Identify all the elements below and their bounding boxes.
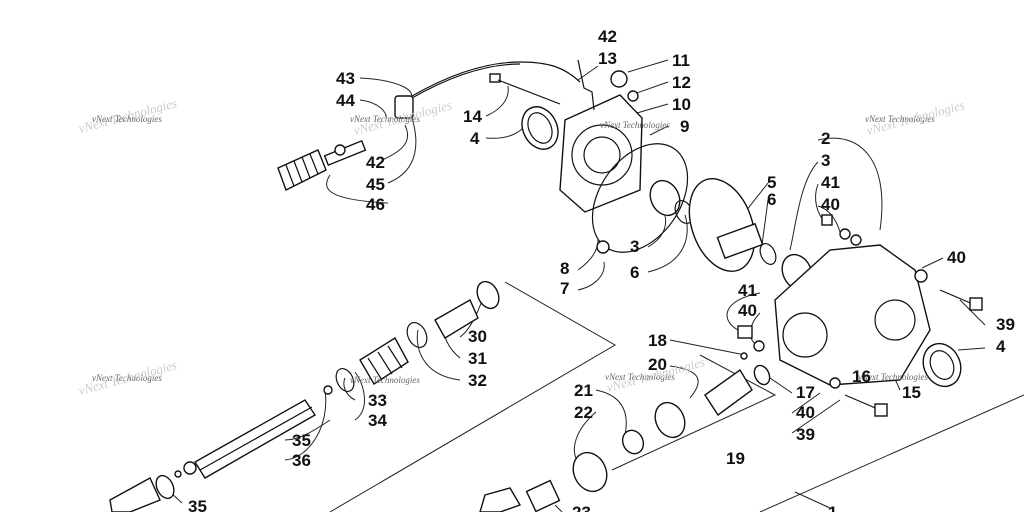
- callout: 11: [672, 51, 690, 70]
- boot-46: [277, 149, 327, 191]
- callout: 45: [366, 175, 385, 194]
- callout: 40: [738, 301, 757, 320]
- watermark: vNext Technologies: [605, 372, 675, 382]
- watermark: vNext Technologies: [92, 114, 162, 124]
- callout: 30: [468, 327, 487, 346]
- callout: 42: [598, 27, 617, 46]
- callout: 34: [368, 411, 387, 430]
- callout: 20: [648, 355, 667, 374]
- watermark: vNext Technologies: [865, 114, 935, 124]
- callout: 5: [767, 173, 776, 192]
- callout: 40: [796, 403, 815, 422]
- group-outlines: [329, 281, 1024, 512]
- watermark: vNext Technologies: [350, 375, 420, 385]
- callout: 23: [572, 503, 591, 512]
- callout: 40: [947, 248, 966, 267]
- callout: 40: [821, 195, 840, 214]
- callout: 10: [672, 95, 691, 114]
- callout: 2: [821, 129, 830, 148]
- callout: 3: [630, 237, 639, 256]
- callout: 36: [292, 451, 311, 470]
- callout: 14: [463, 107, 482, 126]
- callout: 17: [796, 383, 815, 402]
- watermark: vNext Technologies: [600, 120, 670, 130]
- callout: 39: [996, 315, 1015, 334]
- callout: 32: [468, 371, 487, 390]
- callout: 19: [726, 449, 745, 468]
- callout: 35: [292, 431, 311, 450]
- callout: 33: [368, 391, 387, 410]
- callout: 7: [560, 279, 569, 298]
- callout-labels: 42 13 11 12 10 9 43 44 14 4 42 45 46 2 3…: [188, 27, 1015, 512]
- callout: 22: [574, 403, 593, 422]
- callout: 35: [188, 497, 207, 512]
- callout: 31: [468, 349, 487, 368]
- callout: 39: [796, 425, 815, 444]
- callout: 16: [852, 367, 871, 386]
- callout: 44: [336, 91, 355, 110]
- callout: 42: [366, 153, 385, 172]
- callout: 41: [821, 173, 840, 192]
- watermark: vNext Technologies: [350, 114, 420, 124]
- callout: 21: [574, 381, 593, 400]
- callout: 9: [680, 117, 689, 136]
- callout: 13: [598, 49, 617, 68]
- parts: [109, 59, 983, 512]
- callout: 4: [470, 129, 480, 148]
- callout: 6: [630, 263, 639, 282]
- callout: 46: [366, 195, 385, 214]
- watermark: vNext Technologies: [858, 372, 928, 382]
- callout: 4: [996, 337, 1006, 356]
- callout: 1: [828, 503, 837, 512]
- callout: 18: [648, 331, 667, 350]
- callout: 3: [821, 151, 830, 170]
- callout: 12: [672, 73, 691, 92]
- callout: 43: [336, 69, 355, 88]
- callout: 6: [767, 190, 776, 209]
- watermark: vNext Technologies: [92, 373, 162, 383]
- callout: 15: [902, 383, 921, 402]
- callout: 8: [560, 259, 569, 278]
- callout: 41: [738, 281, 757, 300]
